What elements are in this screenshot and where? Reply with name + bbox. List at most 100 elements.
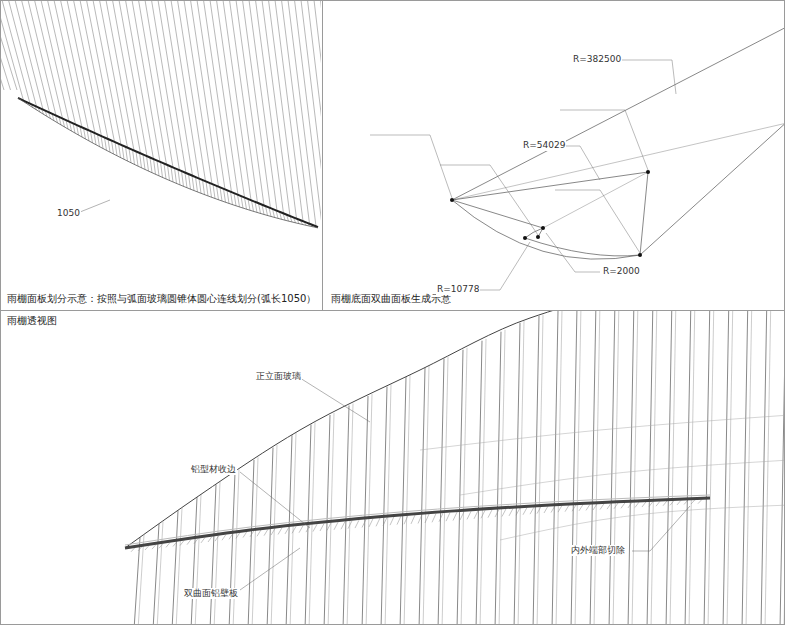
panel-hatch <box>238 195 240 207</box>
glass-mullion <box>308 1 322 234</box>
panel-hatch <box>105 137 107 150</box>
leader-line <box>612 60 676 94</box>
radius-label: R=382500 <box>572 54 622 65</box>
panel-rib <box>418 515 422 524</box>
glass-mullion <box>480 339 486 624</box>
panel-rib <box>236 532 240 538</box>
glass-mullion <box>157 521 163 624</box>
radius-label: R=2000 <box>602 266 641 277</box>
panel-hatch <box>224 189 226 202</box>
glass-mullion <box>651 311 657 624</box>
glass-mullion <box>746 311 752 624</box>
arc-line <box>452 20 784 200</box>
panel-rib <box>481 510 485 518</box>
canopy-edge <box>18 98 318 227</box>
glass-mullion <box>613 311 619 624</box>
glass-mullion <box>632 311 638 624</box>
glass-mullion <box>537 315 543 624</box>
panel-hatch <box>157 161 159 176</box>
leader-line <box>560 110 648 170</box>
radius-label: R=54029 <box>522 140 566 151</box>
glass-mullion <box>214 482 220 624</box>
panel-rib <box>663 501 667 506</box>
glass-mullion <box>727 311 733 624</box>
glass-mullion <box>385 385 391 625</box>
panel-hatch <box>182 171 184 186</box>
panel-rib <box>383 517 387 525</box>
glass-mullion <box>556 311 562 624</box>
glass-mullion <box>670 311 676 624</box>
glass-mullion <box>708 311 714 624</box>
panel-caption: 雨棚透视图 <box>5 315 59 327</box>
panel-rib <box>432 514 436 523</box>
panel-rib <box>691 500 695 504</box>
panel-hatch <box>154 159 156 174</box>
drawing-panel: 雨棚底面双曲面板生成示意 <box>322 0 785 311</box>
panel-rib <box>656 501 660 506</box>
glass-mullion <box>423 366 429 624</box>
panel-rib <box>264 529 268 535</box>
glass-mullion <box>314 1 321 237</box>
panel-hatch <box>231 192 233 205</box>
panel-rib <box>495 509 499 517</box>
canopy-edge <box>18 98 318 228</box>
panel-hatch <box>234 193 236 206</box>
panel-rib <box>523 508 527 515</box>
panel-hatch <box>210 183 212 197</box>
panel-rib <box>593 504 597 510</box>
panel-rib <box>278 528 282 535</box>
panel-rib <box>488 510 492 518</box>
panel-hatch <box>196 177 198 192</box>
panel-hatch <box>150 157 152 172</box>
part-label: 铝型材收边 <box>190 464 237 475</box>
glass-mullion <box>442 357 448 624</box>
part-label: 正立面玻璃 <box>255 371 302 382</box>
panel-rib <box>649 501 653 506</box>
leader-line <box>632 506 690 551</box>
panel-rib <box>677 500 681 505</box>
glass-mullion <box>195 494 201 624</box>
panel-rib <box>453 512 457 520</box>
panel-rib <box>642 502 646 507</box>
glass-mullion <box>290 433 296 624</box>
panel-rib <box>404 515 408 524</box>
arc-line <box>640 172 648 255</box>
panel-rib <box>313 524 317 531</box>
leader-line <box>555 190 640 253</box>
panel-hatch <box>206 181 208 195</box>
part-label: 双曲面铝壁板 <box>183 588 239 599</box>
panel-rib <box>684 500 688 505</box>
panel-rib <box>271 529 275 536</box>
dimension-label: 1050 <box>56 208 81 219</box>
panel-rib <box>579 505 583 511</box>
panel-rib <box>390 517 394 526</box>
glass-mullion <box>271 445 277 624</box>
panel-rib <box>628 502 632 507</box>
panel-hatch <box>175 168 177 183</box>
panel-hatch <box>101 136 103 149</box>
panel-hatch <box>140 153 142 168</box>
control-point <box>523 236 527 240</box>
panel-rib <box>502 509 506 517</box>
panel-rib <box>187 539 191 544</box>
leader-line <box>440 165 538 235</box>
panel-rib <box>558 505 562 512</box>
panel-rib <box>551 506 555 513</box>
glass-mullion <box>1 1 4 90</box>
glass-mullion <box>689 311 695 624</box>
leader-line <box>80 200 110 212</box>
leader-line <box>546 233 600 272</box>
glass-mullion <box>594 311 600 624</box>
panel-rib <box>544 506 548 513</box>
control-point <box>541 226 545 230</box>
panel-hatch <box>217 186 219 200</box>
panel-rib <box>355 520 359 528</box>
panel-hatch <box>171 167 173 182</box>
leader-line <box>476 242 530 290</box>
panel-rib <box>572 505 576 511</box>
glass-mullion <box>404 375 410 624</box>
part-label: 内外端部切除 <box>570 545 626 556</box>
panel-rib <box>222 534 226 540</box>
panel-rib <box>474 511 478 519</box>
panel-rib <box>201 537 205 542</box>
